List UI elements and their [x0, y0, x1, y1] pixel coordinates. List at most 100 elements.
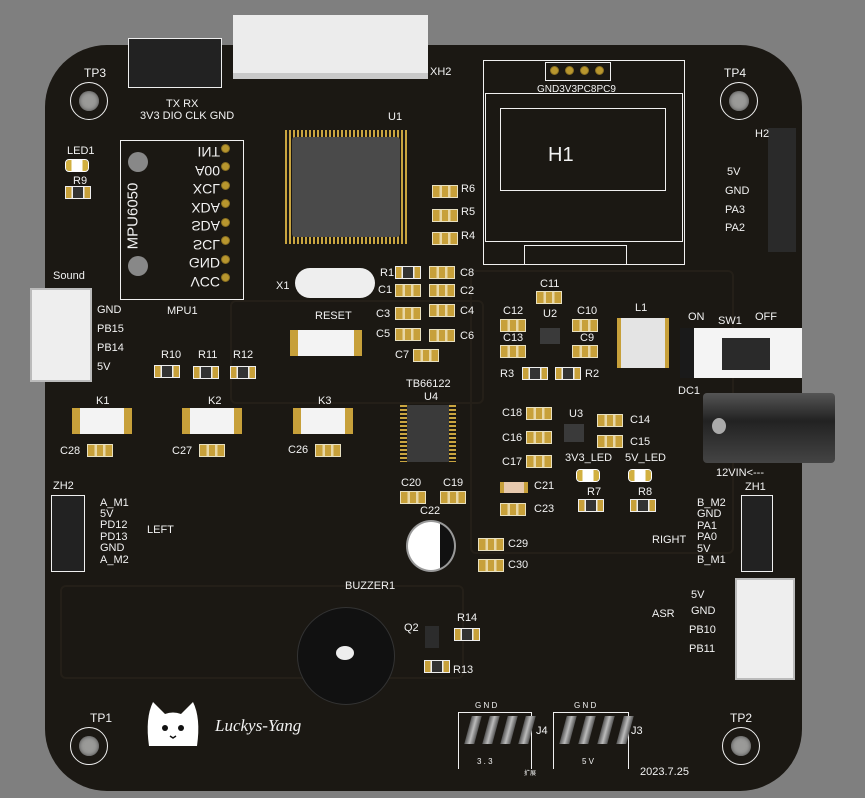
mpu6050-module — [120, 140, 244, 300]
oled-connector-outline — [524, 245, 627, 265]
sound-pin-label: GND — [97, 304, 122, 316]
u4-driver-chip — [407, 405, 449, 462]
led-5v-label: 5V_LED — [625, 452, 666, 464]
dc1-label: DC1 — [678, 385, 701, 397]
c8-label: C8 — [460, 267, 475, 279]
c21 — [500, 482, 528, 493]
c27 — [199, 444, 225, 457]
c20 — [400, 491, 426, 504]
test-point-tp4 — [720, 82, 758, 120]
c7-label: C7 — [395, 349, 410, 361]
pin — [221, 181, 230, 190]
mpu-pin-label: GND — [188, 255, 220, 272]
h2-pin-label: PA2 — [725, 222, 745, 234]
c30 — [478, 559, 504, 572]
sound-label: Sound — [53, 270, 85, 282]
zh1-pin-label: B_M1 — [697, 554, 726, 566]
zh1-pin-label: 5V — [697, 543, 711, 555]
u2-label: U2 — [543, 308, 558, 320]
crystal-x1 — [295, 268, 375, 298]
zh1-pin-label: B_M2 — [697, 497, 726, 509]
h1-label: H1 — [548, 144, 574, 166]
r2 — [555, 367, 581, 380]
c26 — [315, 444, 341, 457]
c26-label: C26 — [288, 444, 309, 456]
c22-label: C22 — [420, 505, 441, 517]
c19-label: C19 — [443, 477, 464, 489]
asr-connector — [735, 578, 795, 680]
mounting-hole — [128, 152, 148, 172]
k2-button[interactable] — [182, 408, 242, 434]
q2-label: Q2 — [404, 622, 419, 634]
c9 — [572, 345, 598, 358]
l1-inductor — [617, 318, 669, 368]
j4-label: J4 — [536, 725, 548, 737]
c22-electrolytic-capacitor — [406, 520, 456, 572]
j4-gnd-label: G N D — [475, 701, 498, 710]
c28 — [87, 444, 113, 457]
vin-label: 12VIN<--- — [716, 467, 764, 479]
test-point-tp2 — [722, 727, 760, 765]
sound-connector — [30, 288, 92, 382]
r6 — [432, 185, 458, 198]
led1 — [65, 159, 89, 172]
zh2-pin-label: 5V — [100, 508, 114, 520]
sound-pin-label: PB15 — [97, 323, 124, 335]
pin — [221, 218, 230, 227]
mpu-pin-labels: VCC GND SCL SDA XDA XCL A00 INT — [175, 143, 220, 291]
zh1-pin-label: GND — [697, 508, 722, 520]
r9 — [65, 186, 91, 199]
zh2-pin-label: A_M2 — [100, 554, 129, 566]
mpu-pin-label: SDA — [191, 218, 220, 235]
c11 — [536, 291, 562, 304]
k3-button[interactable] — [293, 408, 353, 434]
c17-label: C17 — [502, 456, 523, 468]
mpu6050-label: MPU6050 — [124, 182, 142, 250]
k1-button[interactable] — [72, 408, 132, 434]
tb66122-label: TB66122 — [406, 378, 451, 390]
c18-label: C18 — [502, 407, 523, 419]
c7 — [413, 349, 439, 362]
sw1-label: SW1 — [718, 315, 742, 327]
u4-label: U4 — [424, 391, 439, 403]
tp4-label: TP4 — [724, 66, 747, 80]
dc-jack-pin — [712, 418, 726, 434]
pin — [221, 144, 230, 153]
c6 — [429, 329, 455, 342]
reset-button[interactable] — [290, 330, 362, 356]
r14-label: R14 — [457, 612, 478, 624]
j4-header — [458, 712, 532, 769]
xh2-connector — [233, 15, 428, 79]
pin — [221, 255, 230, 264]
r7 — [578, 499, 604, 512]
r3 — [522, 367, 548, 380]
c1-label: C1 — [378, 284, 393, 296]
h2-header — [768, 128, 796, 252]
c14 — [597, 414, 623, 427]
oled-pin-header — [545, 62, 611, 81]
zh2-label: ZH2 — [53, 480, 74, 492]
oled-pins-label: GND3V3PC8PC9 — [537, 84, 616, 95]
l1-label: L1 — [635, 302, 648, 314]
r3-label: R3 — [500, 368, 515, 380]
mounting-hole — [128, 256, 148, 276]
c2-label: C2 — [460, 285, 475, 297]
c13 — [500, 345, 526, 358]
zh1-pin-label: PA1 — [697, 520, 717, 532]
switch-slider[interactable] — [722, 338, 770, 370]
c3 — [395, 307, 421, 320]
x1-label: X1 — [276, 280, 290, 292]
r4-label: R4 — [461, 230, 476, 242]
r14 — [454, 628, 480, 641]
r10 — [154, 365, 180, 378]
sound-pin-label: PB14 — [97, 342, 124, 354]
buzzer-hole — [336, 646, 354, 660]
r7-label: R7 — [587, 486, 602, 498]
c15-label: C15 — [630, 436, 651, 448]
asr-pin-label: 5V — [691, 589, 705, 601]
xh2-label: XH2 — [430, 66, 452, 78]
pin — [580, 66, 589, 75]
c1 — [395, 284, 421, 297]
r1-label: R1 — [380, 267, 395, 279]
c5 — [395, 328, 421, 341]
